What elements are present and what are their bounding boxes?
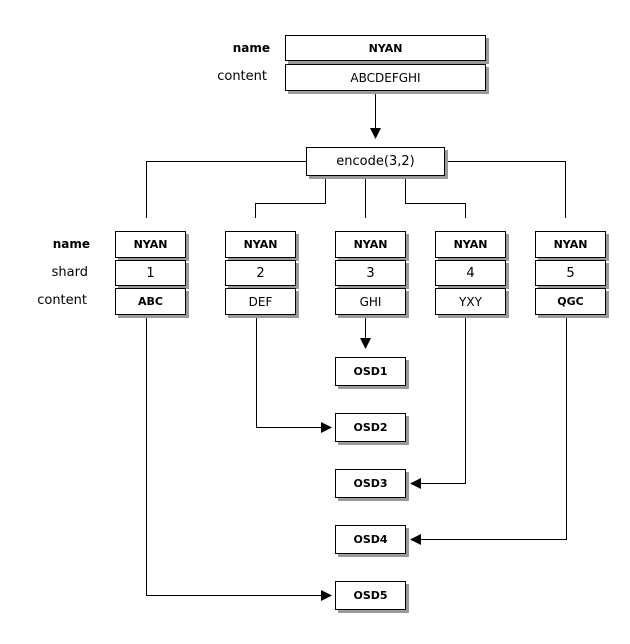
arrowhead-osd5 bbox=[321, 590, 332, 601]
shard-4-number: 4 bbox=[435, 260, 506, 286]
arrowhead-osd2 bbox=[321, 422, 332, 433]
arrowhead-encode bbox=[370, 128, 381, 139]
arrowhead-osd3 bbox=[410, 478, 421, 489]
edge-encode-to-shard-5 bbox=[445, 161, 566, 218]
shard-4-name: NYAN bbox=[435, 231, 506, 258]
osd5-box: OSD5 bbox=[335, 581, 406, 610]
shard-1-name: NYAN bbox=[115, 231, 186, 258]
shard-5-number: 5 bbox=[535, 260, 606, 286]
shard-3-number: 3 bbox=[335, 260, 406, 286]
edge-encode-to-shard-1 bbox=[146, 161, 306, 218]
shard-1-number: 1 bbox=[115, 260, 186, 286]
arrowhead-osd4 bbox=[410, 534, 421, 545]
shard-shard-label: shard bbox=[51, 265, 88, 280]
shard-3-name: NYAN bbox=[335, 231, 406, 258]
object-name-box: NYAN bbox=[285, 35, 486, 61]
encode-box: encode(3,2) bbox=[306, 147, 445, 176]
object-content-label: content bbox=[217, 69, 267, 84]
shard-2-name: NYAN bbox=[225, 231, 296, 258]
object-name-label: name bbox=[232, 41, 270, 55]
object-content-box: ABCDEFGHI bbox=[285, 64, 486, 91]
shard-5-content: QGC bbox=[535, 288, 606, 315]
shard-4-content: YXY bbox=[435, 288, 506, 315]
edge-encode-to-shard-4 bbox=[405, 176, 466, 218]
shard-content-label: content bbox=[37, 293, 87, 308]
shard-name-label: name bbox=[52, 237, 90, 251]
shard-5-name: NYAN bbox=[535, 231, 606, 258]
shard-3-content: GHI bbox=[335, 288, 406, 315]
shard-2-number: 2 bbox=[225, 260, 296, 286]
osd2-box: OSD2 bbox=[335, 413, 406, 442]
edge-encode-to-shard-2 bbox=[255, 176, 326, 218]
edge-shard-4-to-osd3 bbox=[421, 315, 466, 484]
edge-shard-5-to-osd4 bbox=[421, 315, 567, 540]
edge-shard-2-to-osd2 bbox=[256, 315, 321, 428]
arrowhead-osd1 bbox=[360, 338, 371, 349]
osd4-box: OSD4 bbox=[335, 525, 406, 554]
osd1-box: OSD1 bbox=[335, 357, 406, 386]
edge-shard-1-to-osd5 bbox=[146, 315, 321, 596]
osd3-box: OSD3 bbox=[335, 469, 406, 498]
shard-2-content: DEF bbox=[225, 288, 296, 315]
shard-1-content: ABC bbox=[115, 288, 186, 315]
